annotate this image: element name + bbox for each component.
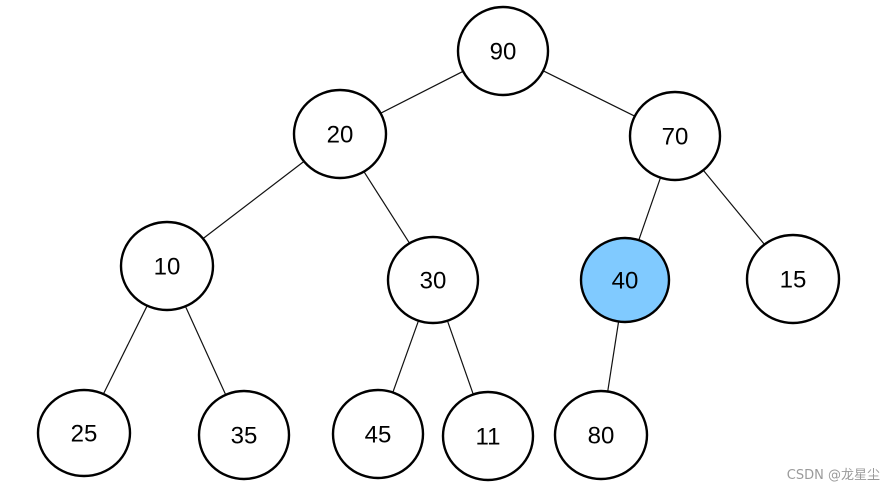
tree-node-15: 15	[745, 233, 841, 325]
tree-node-35: 35	[197, 389, 291, 481]
node-circle	[197, 389, 291, 481]
node-circle	[745, 233, 841, 325]
edge-40-80	[607, 321, 620, 392]
nodes-layer: 90 20 70 10 30 40 15 25 35 45 11 80	[36, 5, 841, 482]
node-label: 45	[365, 422, 392, 449]
edges-layer	[102, 70, 765, 396]
node-circle	[386, 235, 480, 325]
node-label: 20	[327, 122, 354, 149]
tree-node-45: 45	[331, 388, 425, 480]
node-circle	[441, 390, 535, 482]
node-label: 40	[612, 268, 639, 295]
edge-30-45	[392, 320, 420, 393]
highlighted-node-circle	[579, 236, 671, 324]
node-label: 30	[420, 268, 447, 295]
node-label: 80	[588, 423, 615, 450]
node-label: 35	[231, 423, 258, 450]
node-label: 25	[71, 421, 98, 448]
node-circle	[331, 388, 425, 480]
edge-30-11	[446, 320, 474, 395]
node-circle	[36, 388, 132, 478]
node-label: 15	[780, 267, 807, 294]
edge-20-10	[202, 160, 305, 240]
tree-node-70: 70	[628, 90, 722, 182]
node-label: 10	[154, 254, 181, 281]
node-label: 70	[662, 124, 689, 151]
edge-90-20	[380, 70, 464, 114]
tree-node-25: 25	[36, 388, 132, 478]
tree-node-90: 90	[456, 5, 550, 97]
edge-70-40	[638, 177, 662, 241]
tree-node-10: 10	[119, 220, 215, 312]
node-circle	[553, 389, 649, 481]
tree-node-80: 80	[553, 389, 649, 481]
node-circle	[456, 5, 550, 97]
edge-10-25	[102, 305, 148, 395]
watermark: CSDN @龙星尘	[786, 468, 880, 483]
tree-node-40: 40	[579, 236, 671, 324]
tree-node-20: 20	[292, 88, 388, 180]
edge-70-15	[702, 169, 765, 245]
edge-20-30	[363, 171, 411, 244]
node-circle	[119, 220, 215, 312]
node-circle	[292, 88, 388, 180]
tree-node-11: 11	[441, 390, 535, 482]
edge-90-70	[542, 70, 636, 117]
node-circle	[628, 90, 722, 182]
edge-10-35	[184, 306, 227, 396]
node-label: 11	[476, 424, 501, 451]
tree-node-30: 30	[386, 235, 480, 325]
node-label: 90	[490, 39, 517, 66]
